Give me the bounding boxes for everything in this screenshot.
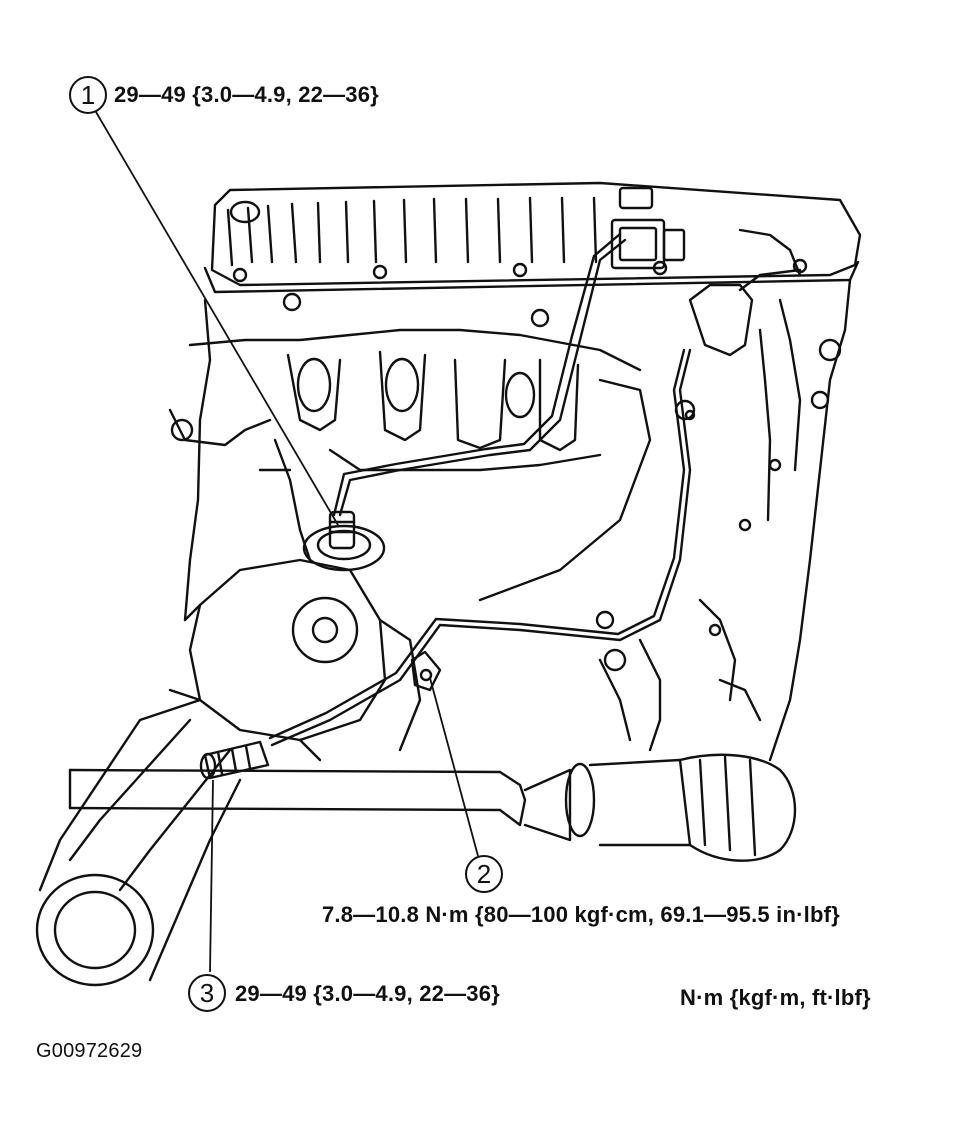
exhaust-pipe — [35, 698, 242, 987]
callout-1-torque: 29—49 {3.0—4.9, 22—36} — [114, 82, 379, 107]
callout-2-torque: 7.8—10.8 N·m {80—100 kgf·cm, 69.1—95.5 i… — [322, 902, 840, 927]
exhaust-manifold — [168, 328, 652, 602]
unit-legend: N·m {kgf·m, ft·lbf} — [680, 985, 871, 1010]
o2-sensor-harness — [268, 218, 802, 747]
callout-number-2: 2 — [477, 859, 491, 889]
callout-3-torque: 29—49 {3.0—4.9, 22—36} — [235, 981, 500, 1006]
figure-id: G00972629 — [36, 1040, 143, 1062]
callout-circle-1 — [69, 76, 107, 114]
engine-block — [183, 278, 852, 762]
downstream-o2-sensor — [199, 740, 270, 780]
callout-number-1: 1 — [81, 80, 95, 110]
catalytic-converter — [168, 558, 422, 762]
drive-shaft — [68, 753, 797, 862]
cylinder-head — [203, 181, 862, 328]
callout-circle-2 — [465, 855, 503, 893]
upstream-o2-sensor — [302, 510, 386, 572]
leader-line-3 — [209, 779, 214, 973]
callout-circle-3 — [188, 974, 226, 1012]
callout-number-3: 3 — [200, 978, 214, 1008]
leader-line-1 — [95, 111, 339, 526]
leader-line-2 — [429, 677, 479, 857]
